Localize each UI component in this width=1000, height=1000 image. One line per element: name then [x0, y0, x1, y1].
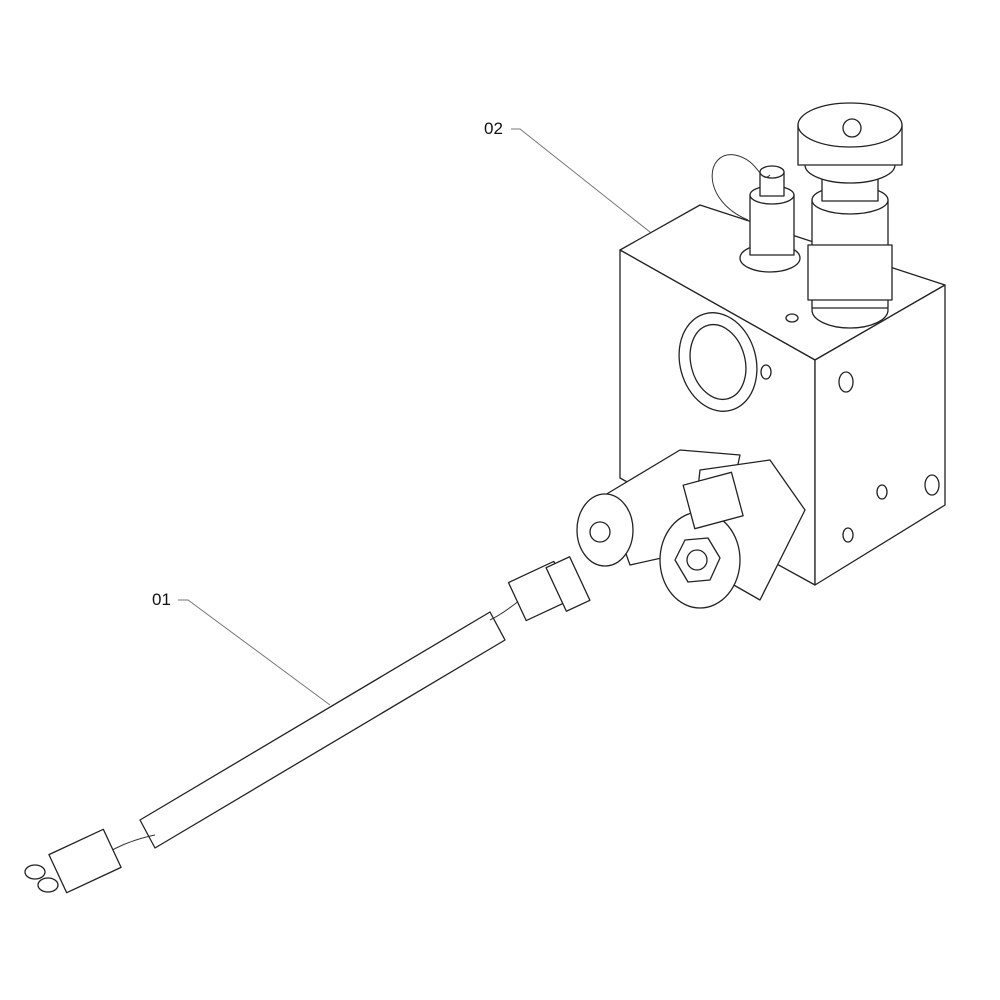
leader-line-01 — [178, 599, 331, 706]
solenoid-coil — [576, 449, 806, 609]
relief-valve-cartridge — [797, 102, 903, 329]
connector-socket-end — [24, 828, 122, 894]
callout-label-01: 01 — [152, 590, 171, 609]
connector-plug-end — [507, 556, 591, 622]
callout-label-02: 02 — [484, 119, 503, 138]
leader-line-02 — [511, 128, 661, 241]
test-point-fitting — [711, 154, 801, 273]
cable-harness — [24, 556, 591, 894]
